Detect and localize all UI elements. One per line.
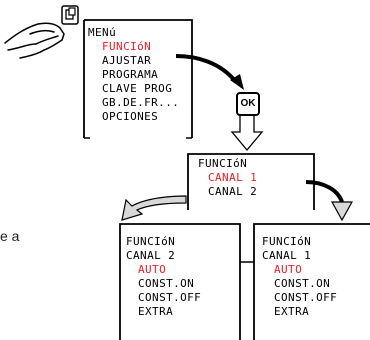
function-item-canal-2[interactable]: CANAL 2 bbox=[208, 185, 258, 198]
arrow-to-ok bbox=[175, 54, 238, 84]
arrow-left-curved bbox=[121, 195, 187, 221]
menu-item-programa[interactable]: PROGRAMA bbox=[102, 68, 159, 81]
channel1-item-auto[interactable]: AUTO bbox=[274, 263, 303, 276]
channel2-channel: CANAL 2 bbox=[126, 249, 176, 262]
channel1-panel-frame bbox=[253, 223, 370, 340]
channel2-panel-frame bbox=[119, 223, 241, 340]
menu-button-icon bbox=[61, 5, 79, 25]
arrow-down-hollow bbox=[230, 113, 264, 152]
main-menu-frame bbox=[83, 19, 193, 138]
menu-item-funcion[interactable]: FUNCIóN bbox=[102, 40, 152, 53]
ok-button[interactable]: OK bbox=[236, 92, 260, 116]
menu-item-clave-prog[interactable]: CLAVE PROG bbox=[102, 82, 173, 95]
channel2-title: FUNCIóN bbox=[126, 235, 176, 248]
hand-icon bbox=[4, 22, 65, 59]
menu-item-languages[interactable]: GB.DE.FR... bbox=[102, 96, 180, 109]
side-text: e a bbox=[0, 228, 20, 244]
function-menu-title: FUNCIóN bbox=[198, 157, 248, 170]
menu-item-opciones[interactable]: OPCIONES bbox=[102, 110, 159, 123]
channel2-item-extra[interactable]: EXTRA bbox=[138, 305, 174, 318]
channel1-item-const-off[interactable]: CONST.OFF bbox=[274, 291, 338, 304]
channel1-channel: CANAL 1 bbox=[262, 249, 312, 262]
menu-item-ajustar[interactable]: AJUSTAR bbox=[102, 54, 152, 67]
channel2-item-const-off[interactable]: CONST.OFF bbox=[138, 291, 202, 304]
channel1-item-const-on[interactable]: CONST.ON bbox=[274, 277, 331, 290]
channel1-item-extra[interactable]: EXTRA bbox=[274, 305, 310, 318]
arrow-right-curved bbox=[305, 180, 344, 203]
channel2-item-auto[interactable]: AUTO bbox=[138, 263, 167, 276]
channel2-item-const-on[interactable]: CONST.ON bbox=[138, 277, 195, 290]
function-item-canal-1[interactable]: CANAL 1 bbox=[208, 171, 258, 184]
main-menu-title: MENú bbox=[88, 26, 117, 39]
channel1-title: FUNCIóN bbox=[262, 235, 312, 248]
